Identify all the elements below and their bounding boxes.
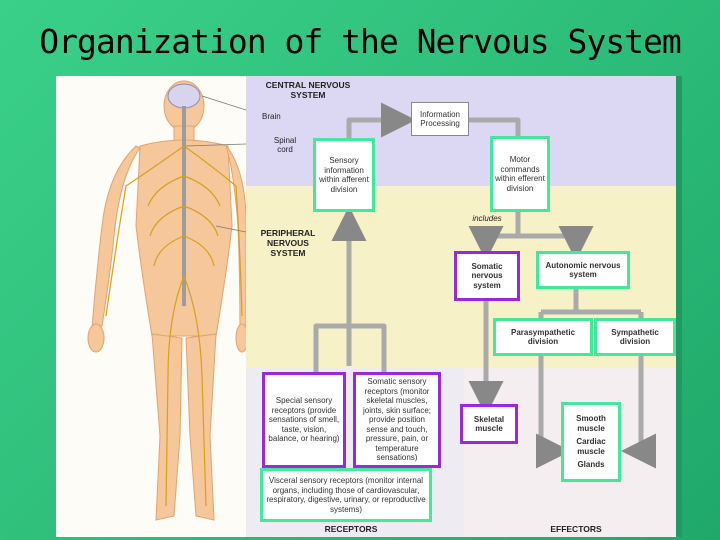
pns-label: PERIPHERAL NERVOUS SYSTEM — [260, 228, 316, 258]
glands-text: Glands — [577, 460, 605, 470]
human-body-illustration — [87, 80, 249, 521]
visceral-sensory-receptors-box: Visceral sensory receptors (monitor inte… — [260, 468, 432, 522]
sensory-afferent-box: Sensory information within afferent divi… — [313, 138, 375, 212]
information-processing-text: Information Processing — [419, 109, 461, 129]
sympathetic-division-text: Sympathetic division — [611, 327, 659, 347]
motor-efferent-box: Motor commands within efferent division — [490, 136, 550, 212]
motor-efferent-text: Motor commands within efferent division — [495, 155, 545, 193]
slide-title: Organization of the Nervous System — [39, 22, 682, 61]
smooth-cardiac-glands-box: Smooth muscle Cardiac muscle Glands — [561, 402, 621, 482]
autonomic-nervous-system-box: Autonomic nervous system — [536, 251, 630, 289]
panel-edge — [676, 76, 682, 537]
sympathetic-division-box: Sympathetic division — [594, 318, 676, 356]
parasympathetic-division-box: Parasympathetic division — [493, 318, 593, 356]
somatic-nervous-system-text: Somatic nervous system — [471, 261, 503, 290]
includes-label: includes — [472, 214, 502, 223]
cardiac-muscle-text: Cardiac muscle — [576, 437, 606, 456]
somatic-sensory-receptors-text: Somatic sensory receptors (monitor skele… — [362, 377, 432, 463]
skeletal-muscle-text: Skeletal muscle — [473, 414, 505, 434]
parasympathetic-division-text: Parasympathetic division — [510, 327, 576, 347]
human-figure — [56, 76, 249, 537]
spinal-cord-label: Spinal cord — [273, 136, 297, 154]
flow-arrows — [313, 102, 656, 469]
brain-label: Brain — [262, 112, 281, 121]
receptors-label: RECEPTORS — [324, 524, 378, 534]
autonomic-nervous-system-text: Autonomic nervous system — [545, 260, 621, 280]
special-sensory-receptors-text: Special sensory receptors (provide sensa… — [268, 396, 340, 444]
information-processing-box: Information Processing — [411, 102, 469, 136]
skeletal-muscle-box: Skeletal muscle — [460, 404, 518, 444]
diagram-panel: CENTRAL NERVOUS SYSTEM PERIPHERAL NERVOU… — [56, 76, 682, 537]
visceral-sensory-receptors-text: Visceral sensory receptors (monitor inte… — [266, 476, 426, 514]
effectors-label: EFFECTORS — [550, 524, 602, 534]
somatic-sensory-receptors-box: Somatic sensory receptors (monitor skele… — [353, 372, 441, 468]
somatic-nervous-system-box: Somatic nervous system — [454, 251, 520, 301]
cns-label: CENTRAL NERVOUS SYSTEM — [265, 80, 351, 100]
sensory-afferent-text: Sensory information within afferent divi… — [319, 156, 369, 194]
special-sensory-receptors-box: Special sensory receptors (provide sensa… — [262, 372, 346, 468]
smooth-muscle-text: Smooth muscle — [576, 414, 606, 433]
